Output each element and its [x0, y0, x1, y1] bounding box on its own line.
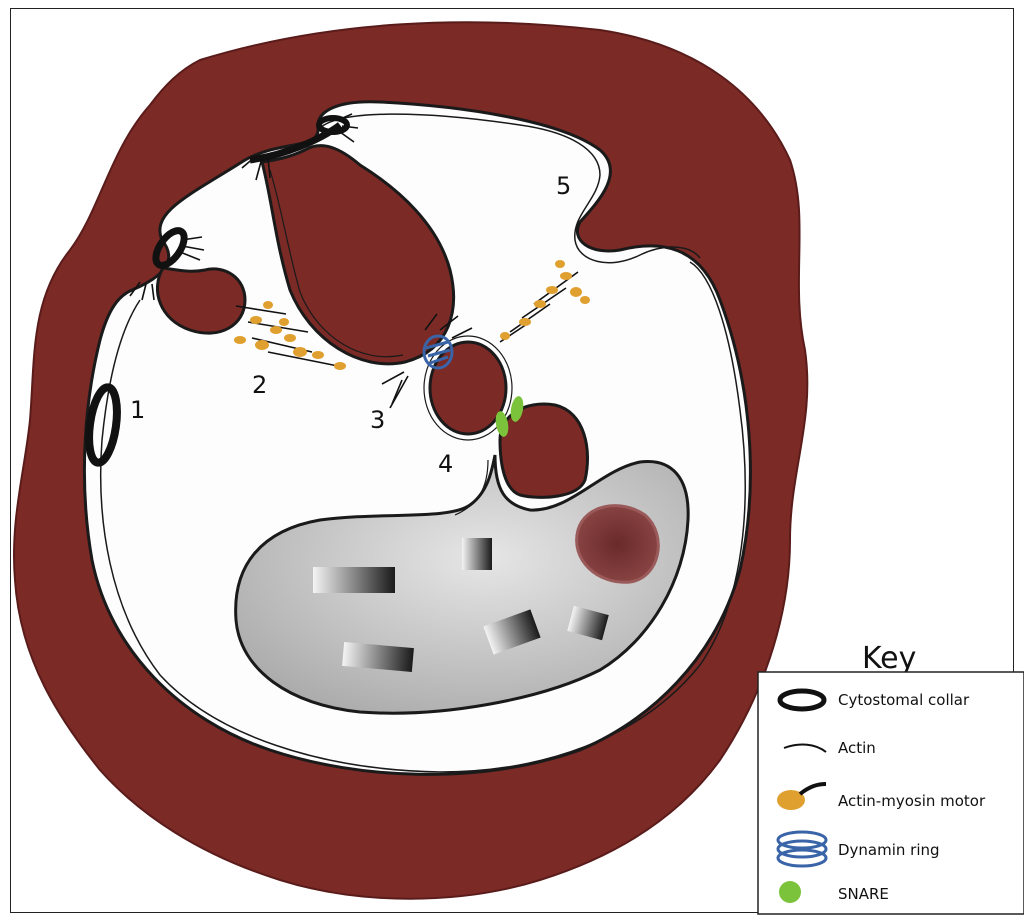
key-label-snare: SNARE	[838, 885, 889, 903]
step-label-5: 5	[556, 172, 571, 200]
step-label-2: 2	[252, 371, 267, 399]
step-label-1: 1	[130, 396, 145, 424]
key-label-cytostomal-collar: Cytostomal collar	[838, 691, 970, 709]
hemoglobin-vesicle-dynamin	[430, 342, 506, 434]
key-label-actin: Actin	[838, 739, 876, 757]
key-title: Key	[862, 641, 916, 676]
key-label-dynamin-ring: Dynamin ring	[838, 841, 940, 859]
step-label-4: 4	[438, 450, 453, 478]
step-label-3: 3	[370, 406, 385, 434]
snare-icon	[779, 881, 801, 903]
key-label-actin-myosin-motor: Actin-myosin motor	[838, 792, 986, 810]
